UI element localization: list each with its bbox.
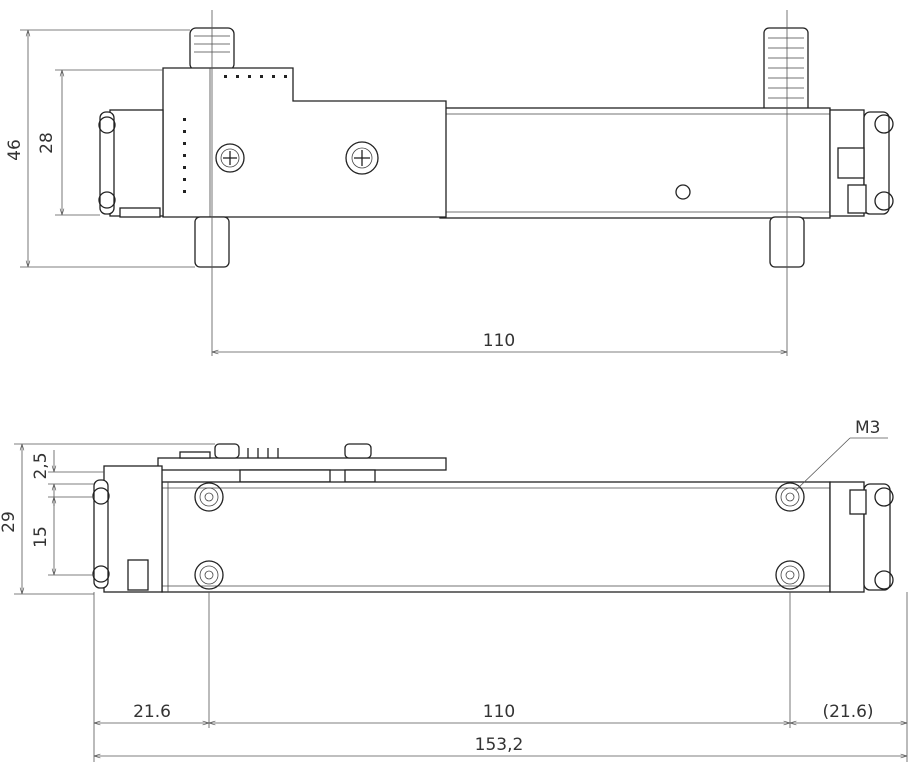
top-left-endcap bbox=[98, 109, 164, 218]
top-tube-body bbox=[439, 107, 831, 219]
thread-callout: M3 bbox=[795, 418, 888, 491]
top-view: 46 28 110 bbox=[5, 10, 894, 356]
dim-side-hole-spacing-v: 15 bbox=[31, 496, 94, 576]
thread-callout-label: M3 bbox=[855, 418, 880, 438]
top-right-endcap bbox=[829, 109, 894, 217]
side-nut-bottom-left bbox=[194, 560, 224, 590]
dim-top-height-total: 46 bbox=[5, 29, 195, 268]
dim-side-overall-length: 153,2 bbox=[94, 735, 907, 756]
top-right-connector bbox=[763, 27, 809, 114]
side-view: M3 29 2,5 15 bbox=[0, 418, 908, 762]
top-tube-hole bbox=[675, 184, 691, 200]
top-pin-row-horizontal bbox=[224, 75, 287, 78]
side-nut-top-right bbox=[775, 482, 805, 512]
side-right-endcap bbox=[829, 481, 894, 593]
dim-side-chain: 21.6 110 (21.6) bbox=[94, 702, 907, 723]
dim-side-right-offset-label: (21.6) bbox=[822, 702, 873, 722]
dim-side-hole-spacing-v-label: 15 bbox=[31, 526, 51, 548]
top-pcb-housing bbox=[162, 67, 447, 218]
dim-side-hole-spacing-h-label: 110 bbox=[483, 702, 515, 722]
dim-side-left-offset-label: 21.6 bbox=[133, 702, 171, 722]
dim-side-height-total-label: 29 bbox=[0, 511, 19, 533]
dim-side-overall-length-label: 153,2 bbox=[475, 735, 524, 755]
dim-top-height-total-label: 46 bbox=[5, 139, 25, 161]
dim-side-height-total: 29 bbox=[0, 443, 215, 595]
side-tube-body bbox=[161, 481, 831, 593]
side-nut-top-left bbox=[194, 482, 224, 512]
dim-top-mount-spacing-label: 110 bbox=[483, 331, 515, 351]
dim-top-mount-spacing: 110 bbox=[212, 331, 787, 352]
side-pcb bbox=[157, 443, 447, 483]
top-screw-left bbox=[215, 143, 245, 173]
top-screw-right bbox=[345, 141, 379, 175]
dim-top-height-inner-label: 28 bbox=[37, 132, 57, 154]
dim-top-height-inner: 28 bbox=[37, 69, 163, 216]
side-left-endcap bbox=[92, 465, 163, 593]
top-pin-row-vertical bbox=[183, 118, 186, 193]
dim-side-top-offset-label: 2,5 bbox=[31, 452, 51, 479]
dim-side-top-offset: 2,5 bbox=[31, 450, 104, 506]
side-nut-bottom-right bbox=[775, 560, 805, 590]
